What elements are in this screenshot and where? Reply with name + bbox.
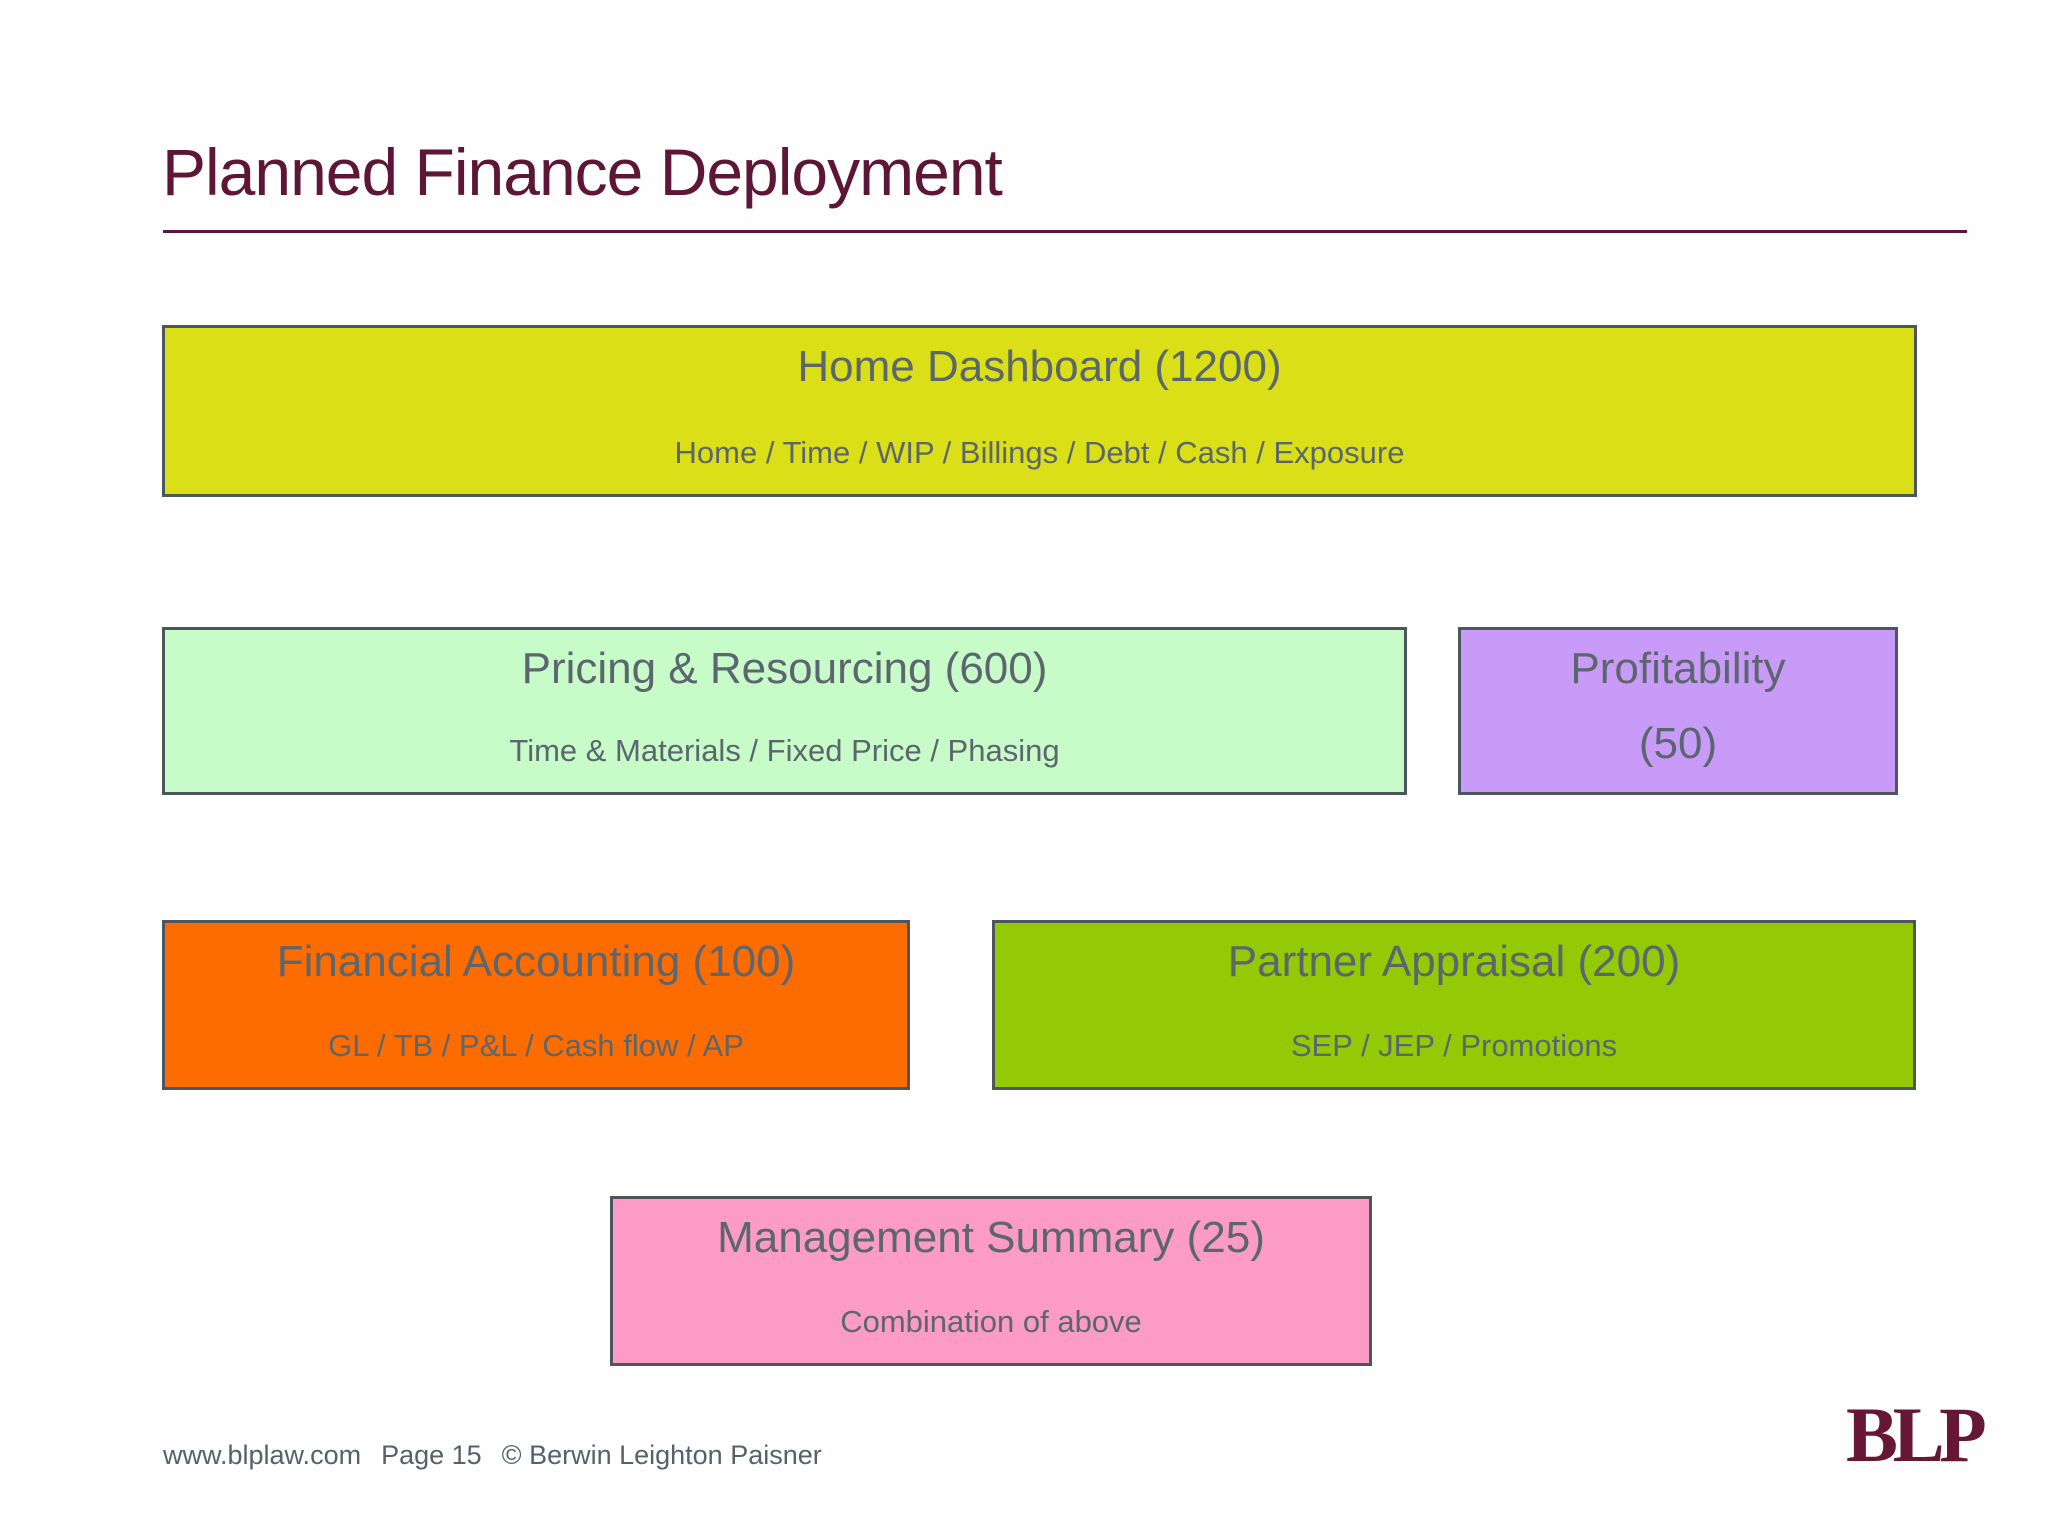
box-partner-appraisal-subtitle: SEP / JEP / Promotions [1290,1027,1618,1063]
title-underline-rule [163,230,1967,233]
box-partner-appraisal-title: Partner Appraisal (200) [1227,937,1681,986]
box-financial-accounting-title: Financial Accounting (100) [276,937,796,986]
footer-page-number: Page 15 [381,1440,482,1470]
box-management-summary: Management Summary (25) Combination of a… [610,1196,1372,1366]
box-home-dashboard-title: Home Dashboard (1200) [797,342,1282,391]
box-management-summary-subtitle: Combination of above [840,1303,1142,1339]
footer-url: www.blplaw.com [163,1440,362,1470]
footer-copyright: © Berwin Leighton Paisner [501,1440,822,1470]
box-financial-accounting: Financial Accounting (100) GL / TB / P&L… [162,920,910,1090]
box-partner-appraisal: Partner Appraisal (200) SEP / JEP / Prom… [992,920,1916,1090]
box-pricing-resourcing: Pricing & Resourcing (600) Time & Materi… [162,627,1407,795]
box-pricing-resourcing-subtitle: Time & Materials / Fixed Price / Phasing [509,732,1060,768]
box-management-summary-title: Management Summary (25) [717,1213,1265,1262]
box-profitability: Profitability (50) [1458,627,1898,795]
box-home-dashboard-subtitle: Home / Time / WIP / Billings / Debt / Ca… [674,434,1405,470]
page-title: Planned Finance Deployment [162,135,1003,209]
box-pricing-resourcing-title: Pricing & Resourcing (600) [521,644,1048,693]
box-financial-accounting-subtitle: GL / TB / P&L / Cash flow / AP [328,1027,744,1063]
footer: www.blplaw.com Page 15 © Berwin Leighton… [163,1440,822,1471]
box-profitability-subtitle: (50) [1638,718,1718,768]
box-home-dashboard: Home Dashboard (1200) Home / Time / WIP … [162,325,1917,497]
box-profitability-title: Profitability [1570,644,1786,693]
blp-logo: BLP [1846,1391,1987,1478]
